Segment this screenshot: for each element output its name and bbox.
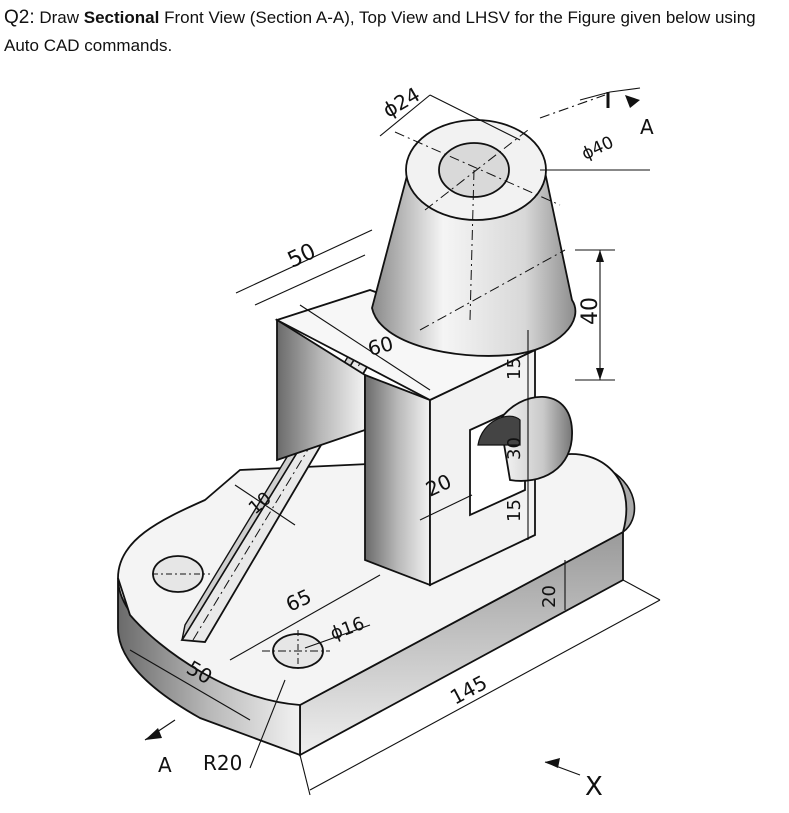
frustum — [371, 119, 577, 357]
dim-40-height: 40 — [578, 297, 603, 325]
dimension-lines — [129, 87, 661, 796]
question-text-after: Front View (Section A-A), Top View and L… — [4, 8, 756, 55]
dim-15-top: 15 — [504, 357, 525, 380]
dim-phi40: ϕ40 — [579, 133, 617, 165]
dim-r20: R20 — [203, 751, 242, 775]
dim-phi24: ϕ24 — [379, 82, 424, 122]
question-number: Q2: — [4, 7, 35, 28]
question-text-before: Draw — [34, 8, 84, 27]
dim-20-base: 20 — [539, 585, 560, 608]
frustum-body — [371, 171, 577, 357]
upright-block — [274, 289, 573, 587]
block-front-face — [364, 373, 431, 587]
section-label-a-top: A — [640, 115, 654, 139]
question-bold-word: Sectional — [83, 8, 160, 27]
arrowheads — [145, 95, 640, 768]
question-text: Q2: Draw Sectional Front View (Section A… — [4, 4, 784, 60]
dim-30: 30 — [504, 437, 525, 460]
section-label-a-bottom: A — [158, 753, 172, 777]
view-direction-x: X — [585, 772, 603, 802]
dim-15-bottom: 15 — [504, 499, 525, 522]
